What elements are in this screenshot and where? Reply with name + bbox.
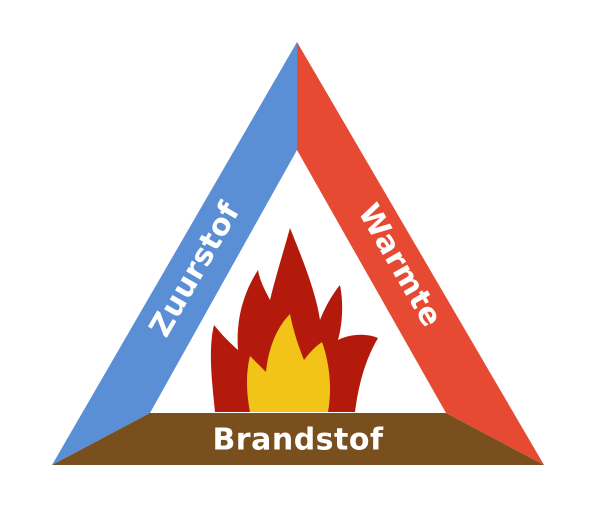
oxygen-side-bar xyxy=(52,42,297,465)
fuel-side-bar xyxy=(52,413,544,465)
heat-side-bar xyxy=(297,42,544,465)
fire-flame-icon xyxy=(210,228,378,412)
fuel-label: Brandstof xyxy=(212,423,384,458)
flame-inner-shape xyxy=(247,314,330,412)
